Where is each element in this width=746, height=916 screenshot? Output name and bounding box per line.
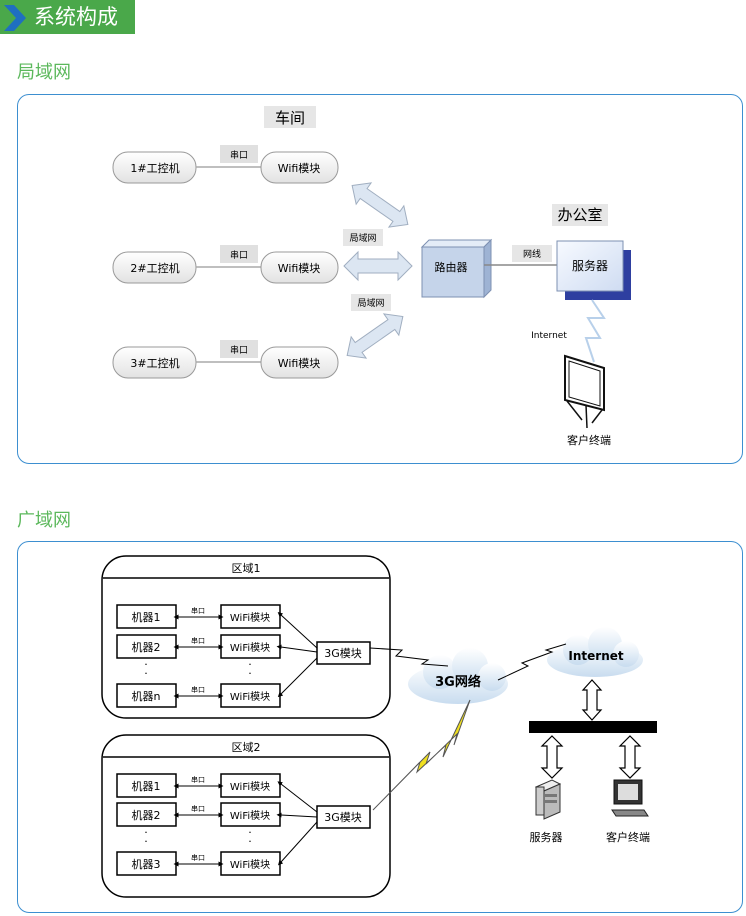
lan-tag-1 (343, 229, 383, 246)
serial-tag (220, 145, 258, 163)
page-title: 系统构成 (34, 5, 118, 29)
region-1: 区域1 机器1 机器2 · · 机器n WiFi模块 WiFi模块 · · Wi… (101, 555, 391, 719)
machine-label: 机器3 (132, 857, 161, 871)
serial-label: 串口 (230, 150, 248, 161)
lan-row-1: 1#工控机 串口 Wifi模块 (112, 145, 339, 184)
serial-label: 串口 (191, 805, 205, 813)
machine-label: 机器1 (132, 779, 161, 793)
serial-label: 串口 (191, 607, 205, 615)
ellipsis: · (144, 835, 148, 848)
server-node (556, 240, 624, 292)
ellipsis: · (144, 658, 148, 671)
wireless-arrow-1 (351, 182, 409, 228)
client-label: 客户终端 (567, 433, 611, 447)
wan-section-title: 广域网 (17, 510, 71, 531)
machine-label: 1#工控机 (130, 161, 179, 175)
internet-label: Internet (568, 649, 623, 663)
client-computer-icon (611, 779, 649, 817)
region-2: 区域2 机器1 机器2 · · 机器3 WiFi模块 WiFi模块 · · Wi… (101, 734, 391, 898)
internet-link (584, 299, 606, 363)
lan-row-3: 3#工控机 串口 Wifi模块 (112, 340, 339, 379)
office-label-box (552, 204, 608, 226)
bus-server-arrow (540, 735, 564, 779)
wifi-label: Wifi模块 (278, 357, 321, 370)
ellipsis: · (248, 667, 252, 680)
link-3g-internet (497, 643, 567, 681)
machine-label: 2#工控机 (130, 261, 179, 275)
server-tower-icon (534, 779, 562, 820)
wifi-label: WiFi模块 (230, 781, 270, 793)
wifi-label: WiFi模块 (230, 642, 270, 654)
cloud-3g-icon (408, 648, 508, 704)
lan-tag-2 (351, 294, 391, 311)
chevron-right-icon (4, 5, 26, 31)
wifi-label: WiFi模块 (230, 859, 270, 871)
region-1-title: 区域1 (232, 562, 261, 575)
wireless-arrow-2 (343, 250, 413, 282)
network-bus (529, 721, 657, 733)
ellipsis: · (144, 667, 148, 680)
workshop-label: 车间 (275, 109, 305, 127)
region-2-title: 区域2 (232, 741, 261, 754)
module-3g-box (316, 641, 371, 665)
ellipsis: · (144, 826, 148, 839)
serial-label: 串口 (230, 250, 248, 261)
wifi-label: WiFi模块 (230, 691, 270, 703)
serial-label: 串口 (230, 345, 248, 356)
machine-label: 机器2 (132, 640, 161, 654)
serial-label: 串口 (191, 686, 205, 694)
machine-label: 3#工控机 (130, 356, 179, 370)
wifi-label: Wifi模块 (278, 262, 321, 275)
internet-label: Internet (531, 331, 567, 341)
internet-bus-arrow (581, 679, 603, 721)
serial-tag (220, 340, 258, 358)
machine-label: 机器n (132, 689, 161, 703)
server-label: 服务器 (572, 258, 608, 273)
bus-client-arrow (618, 735, 642, 779)
client-terminal-icon (564, 354, 605, 429)
wan-panel (17, 541, 743, 913)
serial-label: 串口 (191, 637, 205, 645)
lan-label-1: 局域网 (349, 232, 376, 244)
cable-tag (512, 245, 552, 262)
wireless-arrow-3 (346, 313, 404, 359)
lan-section-title: 局域网 (17, 62, 71, 83)
ellipsis: · (248, 826, 252, 839)
lan-panel (17, 94, 743, 464)
router-label: 路由器 (435, 260, 468, 274)
cable-label: 网线 (523, 248, 541, 260)
wifi-module-node (260, 346, 339, 379)
office-label: 办公室 (557, 206, 602, 224)
module-3g-label: 3G模块 (324, 647, 362, 660)
wifi-label: WiFi模块 (230, 810, 270, 822)
ellipsis: · (248, 835, 252, 848)
machine-label: 机器2 (132, 808, 161, 822)
ellipsis: · (248, 658, 252, 671)
serial-tag (220, 245, 258, 263)
wifi-label: Wifi模块 (278, 162, 321, 175)
wifi-label: WiFi模块 (230, 612, 270, 624)
serial-label: 串口 (191, 776, 205, 784)
module-3g-label: 3G模块 (324, 811, 362, 824)
lan-row-2: 2#工控机 串口 Wifi模块 (112, 245, 339, 284)
router-node (420, 238, 493, 299)
wifi-module-node (260, 151, 339, 184)
cloud-internet-icon (547, 627, 643, 677)
machine-label: 机器1 (132, 610, 161, 624)
serial-label: 串口 (191, 854, 205, 862)
lan-label-2: 局域网 (357, 297, 384, 309)
link-region1-3g (369, 647, 449, 667)
workshop-label-box (264, 106, 316, 128)
wifi-module-node (260, 251, 339, 284)
lightning-icon (372, 699, 471, 811)
server-label: 服务器 (530, 831, 563, 844)
client-label: 客户终端 (606, 830, 650, 844)
network-3g-label: 3G网络 (435, 674, 481, 690)
